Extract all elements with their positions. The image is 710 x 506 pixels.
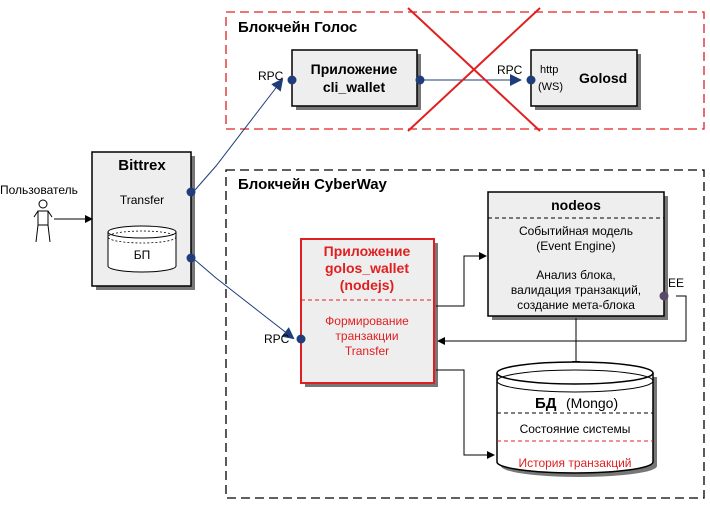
nodeos-line-2: (Event Engine) [536,239,615,253]
nodeos-box [487,191,665,317]
bittrex-title: Bittrex [118,157,166,174]
golos-wallet-to-db-arrow [436,369,495,459]
bittrex-db-cylinder [107,225,177,273]
nodeos-ee-port [659,291,669,301]
mongo-db-history: История транзакций [518,456,631,470]
mongo-db-cylinder [496,361,657,477]
user-icon [33,199,53,243]
nodeos-line-3: Анализ блока, [536,268,616,282]
golos-wallet-desc-2: транзакции [335,329,398,343]
nodeos-ee-label: EE [668,276,684,290]
cli-wallet-left-port [287,75,297,85]
bittrex-to-golos-wallet-connector [194,259,295,340]
nodeos-title: nodeos [551,197,601,213]
mongo-db-title: БД [535,395,557,412]
golos-wallet-label-2: golos_wallet [325,260,409,276]
golosd-http-label: http [540,64,558,76]
mongo-db-state: Состояние системы [520,422,631,436]
nodeos-line-1: Событийная модель [519,224,633,238]
cli-wallet-label-2: cli_wallet [323,79,386,95]
golos-chain-title: Блокчейн Голос [238,19,357,36]
golos-wallet-rpc-label: RPC [264,332,290,346]
nodeos-line-4: валидация транзакций, [511,283,641,297]
bittrex-db-label: БП [134,248,151,262]
golos-wallet-label-3: (nodejs) [340,277,394,293]
cli-wallet-box [291,49,418,107]
golos-wallet-to-nodeos-arrow [436,252,487,307]
golos-wallet-rpc-port [296,334,306,344]
cli-wallet-right-port [415,75,425,85]
golosd-rpc-label: RPC [497,63,523,77]
user-label: Пользователь [0,183,78,197]
golos-wallet-box [300,238,435,384]
cli-wallet-label-1: Приложение [311,61,398,77]
cli-wallet-rpc-label: RPC [258,69,284,83]
bittrex-to-cli-connector [194,78,284,191]
golos-wallet-desc-1: Формирование [325,314,409,328]
bittrex-upper-port [186,187,196,197]
bittrex-lower-port [186,253,196,263]
ee-feedback-arrow [437,295,687,345]
nodeos-line-5: создание мета-блока [517,298,635,312]
golosd-ws-label: (WS) [538,81,563,93]
golos-chain-region [225,11,705,130]
mongo-db-subtitle: (Mongo) [566,395,618,411]
cyberway-chain-title: Блокчейн CyberWay [238,176,388,193]
cross-line-2 [407,7,541,132]
bittrex-transfer-label: Transfer [120,193,164,207]
golosd-left-port [526,75,536,85]
golosd-name: Golosd [579,70,627,86]
cyberway-chain-region [225,169,705,499]
golos-wallet-label-1: Приложение [324,243,411,259]
golos-wallet-desc-3: Transfer [345,344,389,358]
